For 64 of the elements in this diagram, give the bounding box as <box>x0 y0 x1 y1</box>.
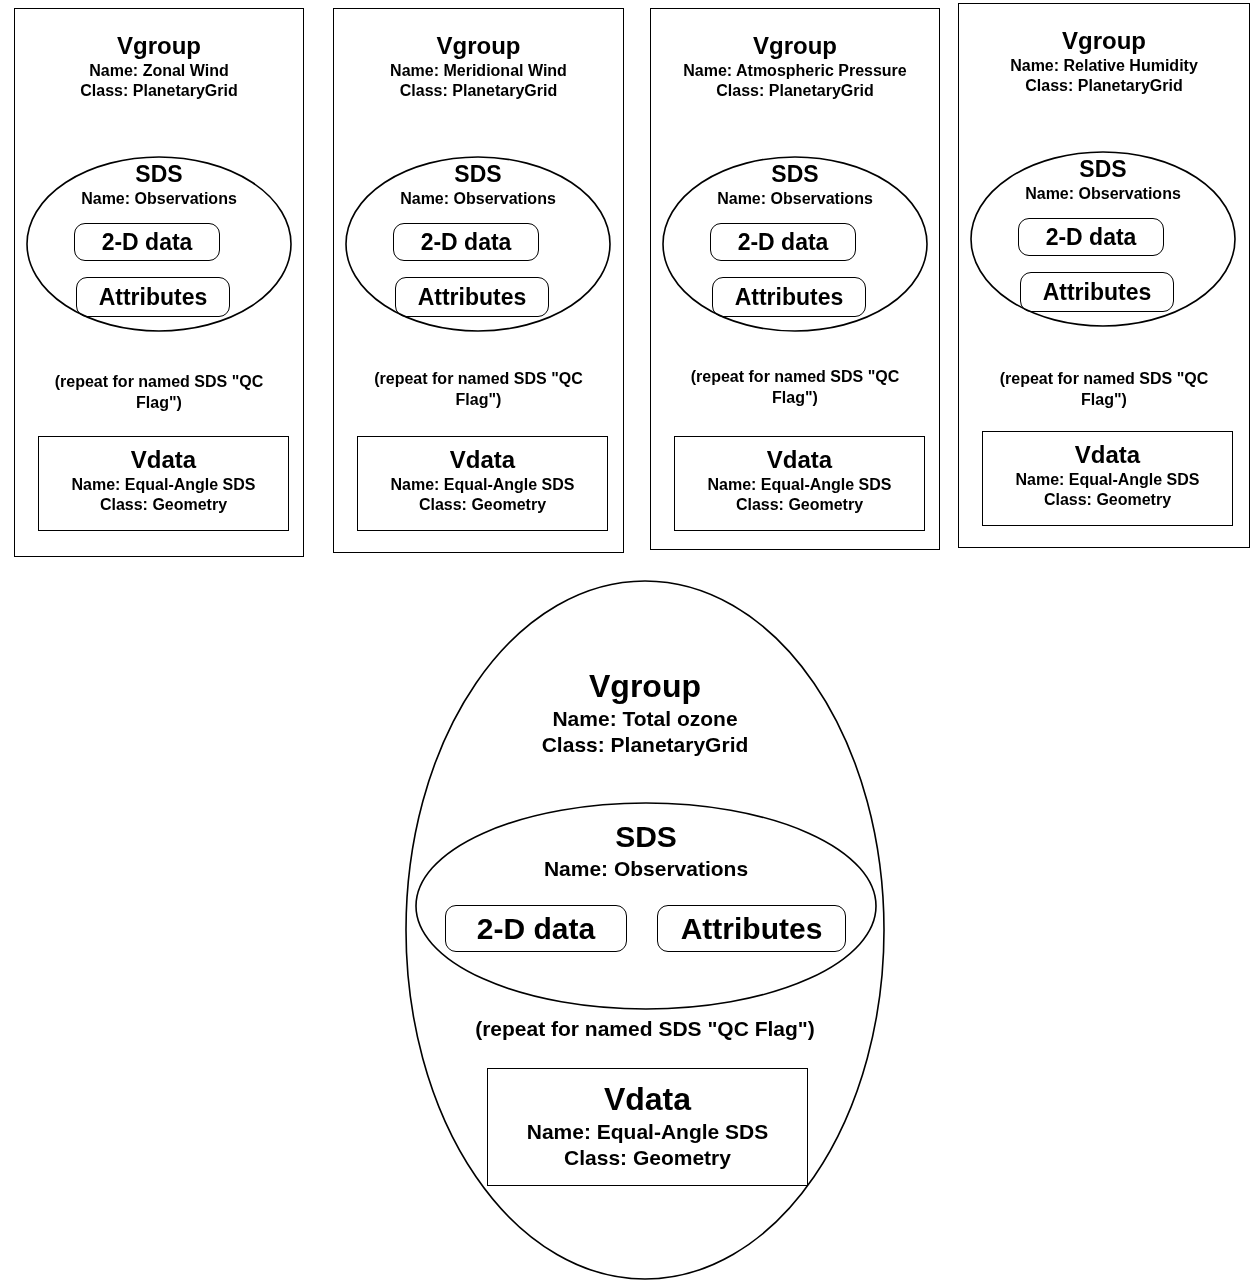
heading-text: Vdata <box>602 1080 693 1119</box>
vdata-box <box>982 431 1233 526</box>
component-box: 2-D data <box>445 905 627 952</box>
group-panel <box>650 8 940 550</box>
component-box: Attributes <box>712 277 866 317</box>
vdata-box <box>487 1068 808 1186</box>
property-text: Name: Equal-Angle SDS <box>525 1119 770 1145</box>
property-text: Name: Observations <box>80 188 238 209</box>
note-text: (repeat for named SDS "QC Flag") <box>689 367 901 408</box>
heading-text: SDS <box>134 160 184 189</box>
note-text: (repeat for named SDS "QC Flag") <box>53 372 265 413</box>
component-box: 2-D data <box>393 223 539 261</box>
property-text: Class: PlanetaryGrid <box>1024 76 1184 96</box>
heading-text: SDS <box>1078 155 1128 184</box>
component-box: 2-D data <box>74 223 220 261</box>
property-text: Name: Observations <box>1024 183 1182 204</box>
group-panel <box>958 3 1250 548</box>
property-text: Class: Geometry <box>1042 490 1173 510</box>
heading-text: Vgroup <box>588 667 702 706</box>
property-text: Class: PlanetaryGrid <box>79 81 239 101</box>
vdata-box <box>357 436 608 531</box>
heading-text: Vdata <box>765 445 834 475</box>
property-text: Name: Equal-Angle SDS <box>706 475 893 495</box>
heading-text: SDS <box>453 160 503 189</box>
property-text: Name: Total ozone <box>551 706 739 732</box>
heading-text: SDS <box>614 819 678 855</box>
property-text: Name: Observations <box>542 855 750 882</box>
property-text: Class: Geometry <box>734 495 865 515</box>
property-text: Name: Equal-Angle SDS <box>70 475 257 495</box>
property-text: Name: Atmospheric Pressure <box>682 61 908 81</box>
property-text: Name: Meridional Wind <box>389 61 568 81</box>
component-box: Attributes <box>1020 272 1174 312</box>
property-text: Name: Observations <box>399 188 557 209</box>
property-text: Name: Equal-Angle SDS <box>1014 470 1201 490</box>
component-box: Attributes <box>76 277 230 317</box>
heading-text: Vdata <box>1073 440 1142 470</box>
heading-text: Vdata <box>448 445 517 475</box>
property-text: Name: Relative Humidity <box>1009 56 1199 76</box>
property-text: Class: Geometry <box>563 1145 732 1172</box>
heading-text: Vgroup <box>1061 26 1147 56</box>
property-text: Class: PlanetaryGrid <box>715 81 875 101</box>
vdata-box <box>38 436 289 531</box>
note-text: (repeat for named SDS "QC Flag") <box>373 369 584 410</box>
property-text: Name: Equal-Angle SDS <box>389 475 576 495</box>
group-panel <box>14 8 304 557</box>
group-panel <box>333 8 624 553</box>
heading-text: Vdata <box>129 445 198 475</box>
component-box: 2-D data <box>1018 218 1164 256</box>
heading-text: Vgroup <box>116 31 202 61</box>
vdata-box <box>674 436 925 531</box>
property-text: Class: PlanetaryGrid <box>540 732 750 759</box>
component-box: Attributes <box>657 905 846 952</box>
heading-text: Vgroup <box>752 31 838 61</box>
component-box: 2-D data <box>710 223 856 261</box>
property-text: Class: Geometry <box>417 495 548 515</box>
property-text: Name: Zonal Wind <box>88 61 230 81</box>
heading-text: Vgroup <box>435 31 522 61</box>
heading-text: SDS <box>770 160 820 189</box>
property-text: Name: Observations <box>716 188 874 209</box>
note-text: (repeat for named SDS "QC Flag") <box>474 1016 816 1042</box>
property-text: Class: PlanetaryGrid <box>398 81 559 101</box>
note-text: (repeat for named SDS "QC Flag") <box>998 369 1210 410</box>
component-box: Attributes <box>395 277 549 317</box>
property-text: Class: Geometry <box>98 495 229 515</box>
